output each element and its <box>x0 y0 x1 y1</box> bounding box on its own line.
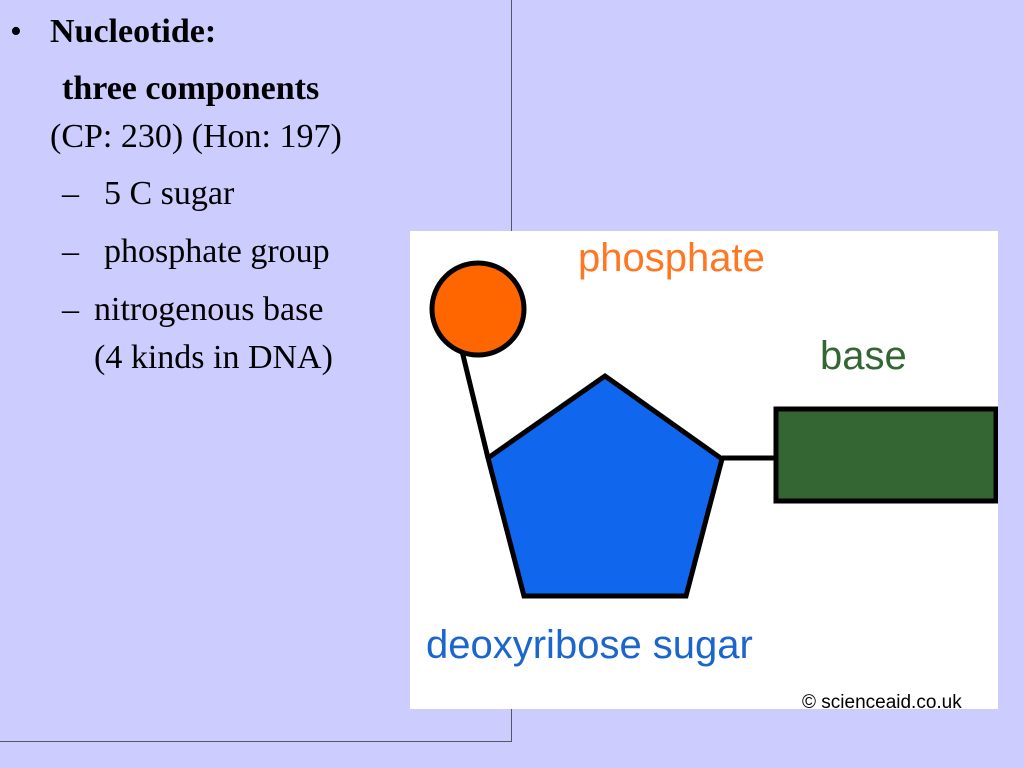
nucleotide-diagram: phosphate base deoxyribose sugar © scien… <box>410 231 998 709</box>
copyright-credit: © scienceaid.co.uk <box>802 692 962 709</box>
phosphate-bond <box>459 350 491 459</box>
list-item-base: nitrogenous base <box>94 291 324 328</box>
base-rectangle <box>773 406 998 504</box>
sugar-label: deoxyribose sugar <box>426 623 753 667</box>
dash-marker: – <box>62 175 79 212</box>
base-label: base <box>820 334 907 378</box>
references: (CP: 230) (Hon: 197) <box>50 118 342 155</box>
sugar-pentagon <box>485 372 725 599</box>
list-item-sugar: 5 C sugar <box>104 175 235 212</box>
slide-heading: Nucleotide: <box>50 13 217 50</box>
list-item-phosphate: phosphate group <box>104 233 330 270</box>
list-item-base-note: (4 kinds in DNA) <box>94 339 333 376</box>
phosphate-circle <box>429 260 527 358</box>
dash-marker: – <box>62 291 79 328</box>
text-panel: • Nucleotide: three components (CP: 230)… <box>0 0 512 742</box>
bullet-dot: • <box>10 13 22 50</box>
phosphate-label: phosphate <box>578 236 765 280</box>
slide-subheading: three components <box>62 70 320 107</box>
dash-marker: – <box>62 233 79 270</box>
